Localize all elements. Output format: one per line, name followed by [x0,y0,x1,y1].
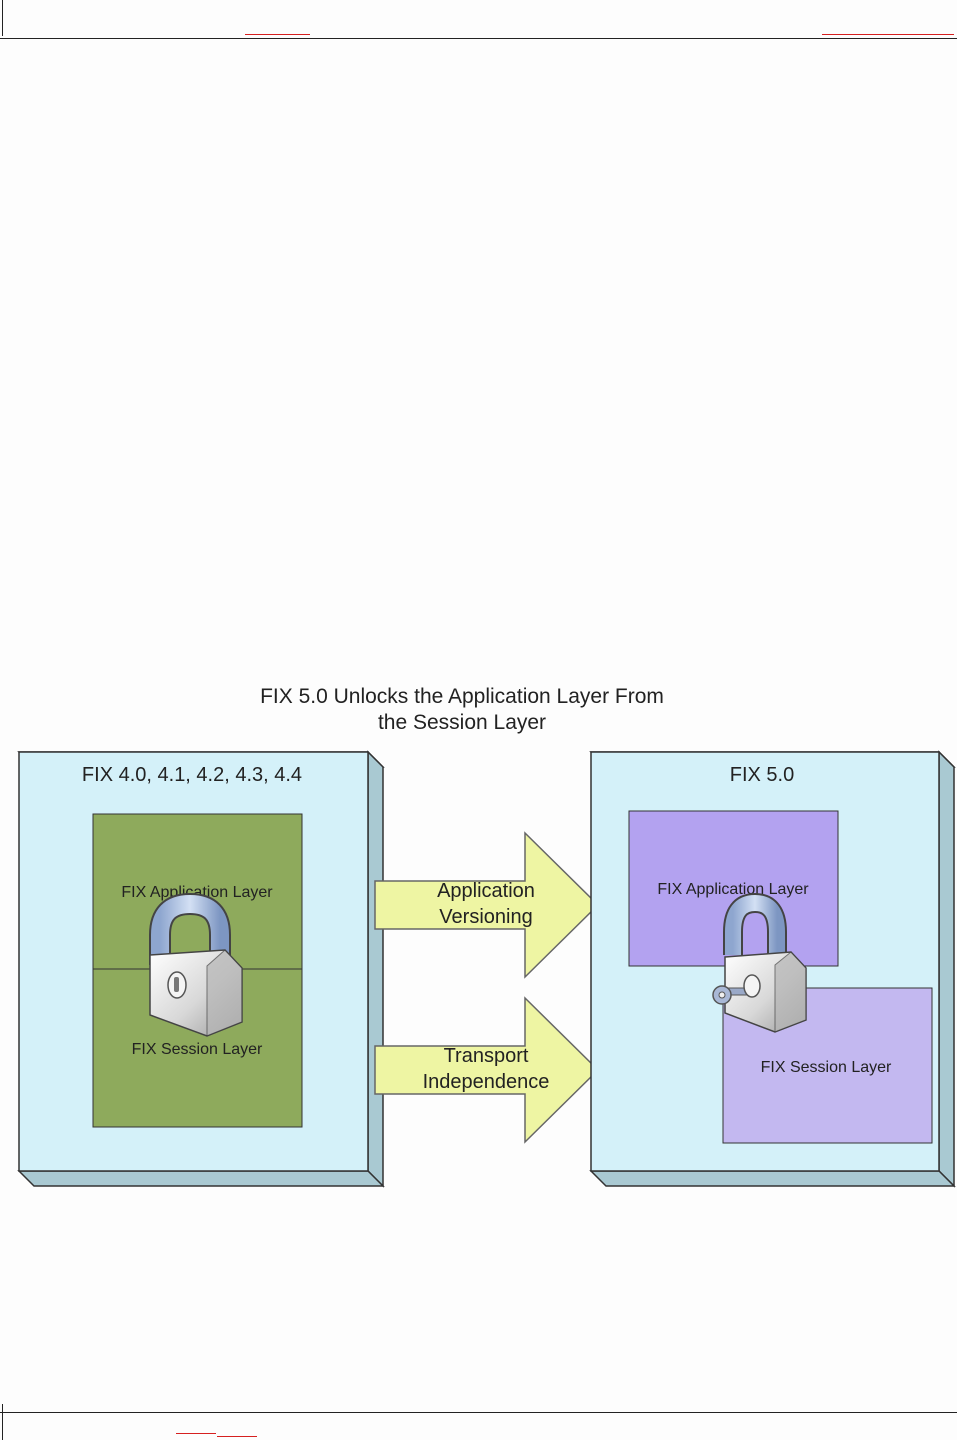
header-link-underline-left[interactable] [245,34,310,35]
fix5-session-layer-label: FIX Session Layer [761,1059,892,1076]
footer-link-underline-left[interactable] [176,1433,216,1434]
legacy-session-layer-label: FIX Session Layer [132,1041,263,1058]
header-margin-mark [2,0,3,36]
footer-link-underline-right[interactable] [217,1436,257,1437]
arrow-transport-line1: Transport [444,1045,529,1067]
legacy-application-layer-label: FIX Application Layer [121,884,273,901]
fix5-application-layer-label: FIX Application Layer [657,881,809,898]
right-arrow-icon [374,831,600,979]
fix5-box-title: FIX 5.0 [730,764,794,786]
header-link-underline-right[interactable] [822,34,954,35]
diagram-title-line2: the Session Layer [378,711,546,734]
footer-margin-mark [2,1404,3,1440]
legacy-fix-box-title: FIX 4.0, 4.1, 4.2, 4.3, 4.4 [82,764,302,786]
diagram-title-line1: FIX 5.0 Unlocks the Application Layer Fr… [260,685,664,708]
unlocked-lock-with-key-icon [712,892,807,1033]
right-arrow-icon [374,996,600,1144]
legacy-application-layer [92,813,303,970]
arrow-application-line1: Application [437,880,535,902]
arrow-transport-line2: Independence [423,1071,550,1093]
header-rule [0,38,957,39]
lock-icon [149,892,243,1037]
footer-rule [0,1412,957,1413]
arrow-application-line2: Versioning [439,906,532,928]
